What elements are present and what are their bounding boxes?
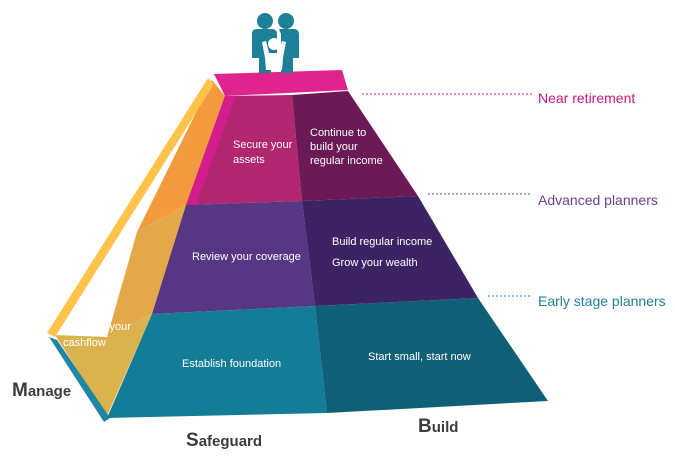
manage-axis-label: Manage (12, 380, 71, 401)
cell-review-coverage (152, 201, 315, 314)
start-small-label: Start small, start now (368, 351, 471, 363)
secure-label-line2: assets (233, 154, 265, 166)
manage-face-bottom (55, 314, 152, 416)
cell-secure-assets (186, 95, 302, 205)
build-label-line2: Grow your wealth (332, 257, 418, 269)
continue-label-line1: Continue to (310, 127, 366, 139)
cell-establish-foundation (107, 306, 327, 418)
manage-face-base-shadow (49, 337, 110, 422)
continue-label-line2: build your (310, 141, 358, 153)
cell-start-small (315, 298, 548, 413)
manage-face-top (137, 80, 225, 232)
review-label: Review your coverage (192, 251, 301, 263)
optimize-label-line2: cashflow (63, 337, 106, 349)
build-label-line1: Build regular income (332, 236, 432, 248)
early-stage-label: Early stage planners (538, 293, 666, 309)
safeguard-axis-label: Safeguard (186, 430, 262, 451)
advanced-planners-label: Advanced planners (538, 192, 658, 208)
establish-label: Establish foundation (182, 358, 281, 370)
build-axis-label: Build (418, 416, 458, 437)
cell-build-grow (302, 196, 478, 306)
continue-label-line3: regular income (310, 155, 383, 167)
near-retirement-label: Near retirement (538, 90, 635, 106)
manage-face: Optimize your cashflow (47, 78, 225, 422)
top-cap (214, 70, 348, 96)
family-icon (252, 13, 299, 73)
near-edge-highlight (186, 96, 236, 205)
manage-face-middle (107, 205, 186, 337)
manage-face-edge (47, 78, 214, 337)
cell-continue-building (292, 91, 418, 201)
secure-label-line1: Secure your (233, 139, 293, 151)
optimize-label-line1: Optimize your (63, 321, 131, 333)
